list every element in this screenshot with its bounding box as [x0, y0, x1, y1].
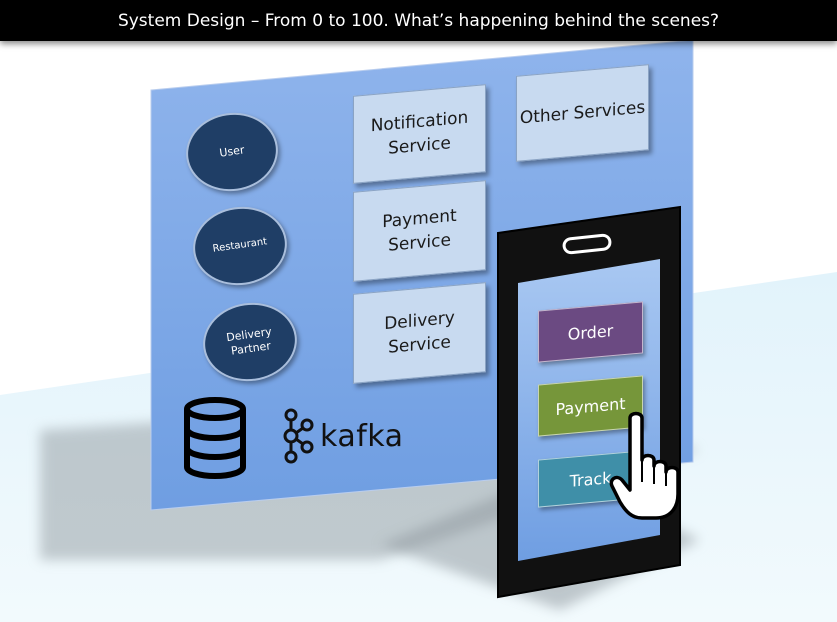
order-button[interactable]: Order	[538, 301, 643, 363]
actor-label: Delivery Partner	[225, 324, 273, 358]
kafka-icon	[283, 408, 314, 464]
delivery-service-box: Delivery Service	[353, 282, 486, 384]
payment-service-box: Payment Service	[353, 180, 486, 282]
hand-pointer-icon	[609, 411, 680, 520]
service-label: Payment Service	[382, 205, 457, 256]
database-icon	[184, 397, 246, 479]
actor-label: User	[218, 143, 246, 160]
page-title: System Design – From 0 to 100. What’s ha…	[0, 0, 837, 41]
notification-service-box: Notification Service	[353, 84, 486, 184]
kafka-logo: kafka	[282, 408, 404, 464]
service-label: Other Services	[519, 97, 646, 129]
actor-label: Restaurant	[212, 236, 268, 255]
service-label: Notification Service	[370, 107, 469, 159]
other-services-box: Other Services	[516, 64, 649, 162]
service-label: Delivery Service	[384, 307, 455, 358]
kafka-label: kafka	[320, 418, 404, 454]
